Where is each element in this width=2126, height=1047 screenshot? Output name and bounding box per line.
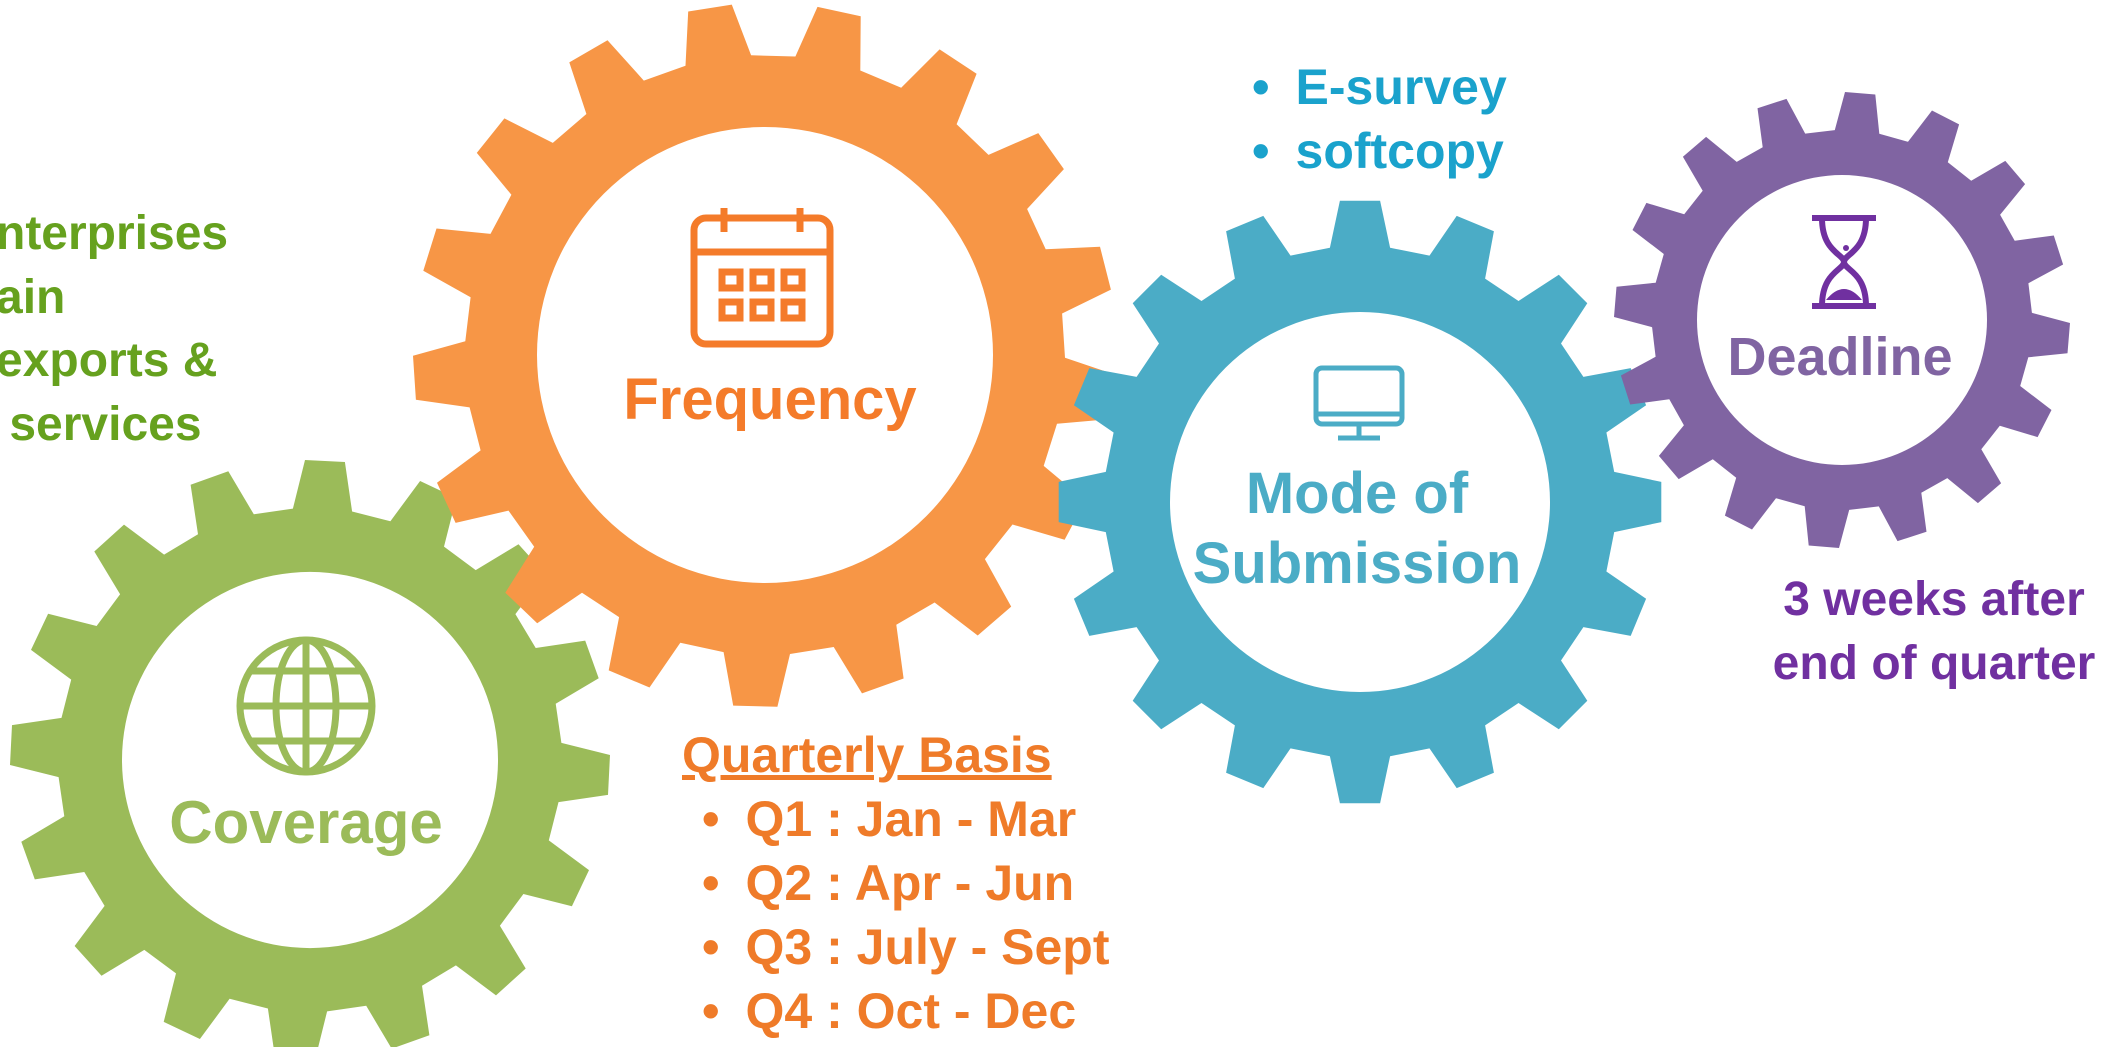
- globe-icon: [236, 636, 376, 776]
- deadline-text-line1: 3 weeks after: [1783, 573, 2085, 626]
- submission-item-esurvey: E-survey: [1252, 58, 1507, 116]
- deadline-gear: [1614, 92, 2070, 548]
- hourglass-icon: [1812, 215, 1876, 309]
- frequency-item-q1: Q1 : Jan - Mar: [702, 790, 1077, 848]
- coverage-text-line1: nterprises: [0, 207, 229, 260]
- deadline-label: Deadline: [1727, 327, 1953, 387]
- frequency-item-q4: Q4 : Oct - Dec: [702, 982, 1077, 1040]
- frequency-item-q2: Q2 : Apr - Jun: [702, 854, 1075, 912]
- coverage-gear: [10, 460, 610, 1047]
- frequency-label: Frequency: [623, 367, 917, 432]
- coverage-text-line4: services: [0, 398, 202, 451]
- frequency-heading: Quarterly Basis: [682, 727, 1052, 783]
- submission-label-line2: Submission: [1192, 531, 1522, 596]
- deadline-text-line2: end of quarter: [1772, 637, 2096, 690]
- submission-gear: [1058, 200, 1662, 804]
- calendar-icon: [690, 208, 834, 348]
- coverage-text-line3: exports &: [0, 334, 218, 387]
- coverage-label: Coverage: [169, 789, 443, 856]
- frequency-item-q3: Q3 : July - Sept: [702, 918, 1110, 976]
- frequency-gear: [413, 4, 1117, 707]
- submission-label-line1: Mode of: [1245, 461, 1469, 526]
- monitor-icon: [1313, 365, 1405, 441]
- coverage-text-line2: ain: [0, 271, 66, 324]
- submission-item-softcopy: softcopy: [1252, 122, 1504, 180]
